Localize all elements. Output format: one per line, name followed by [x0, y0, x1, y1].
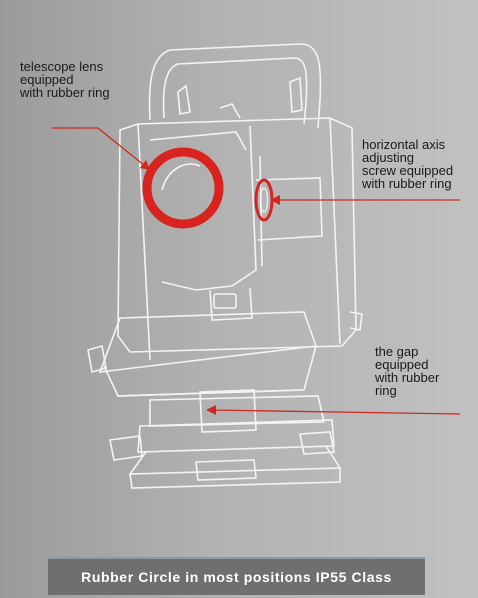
axis-screw-rubber-ring — [254, 178, 274, 222]
tribrach-base — [109, 389, 342, 489]
callout-horizontal-axis-screw: horizontal axis adjusting screw equipped… — [362, 137, 454, 191]
caption-text: Rubber Circle in most positions IP55 Cla… — [81, 569, 392, 585]
carrying-handle — [148, 43, 322, 129]
caption-banner: Rubber Circle in most positions IP55 Cla… — [48, 557, 425, 595]
callout-telescope-lens: telescope lens equipped with rubber ring — [20, 59, 110, 100]
leader-lines — [52, 127, 461, 415]
instrument-body — [117, 117, 357, 361]
display-panel — [98, 311, 318, 397]
axis-screw-inner — [259, 187, 269, 213]
side-knobs — [87, 311, 363, 374]
callout-gap: the gap equipped with rubber ring — [375, 344, 440, 398]
telescope-lens-rubber-ring — [142, 147, 224, 229]
